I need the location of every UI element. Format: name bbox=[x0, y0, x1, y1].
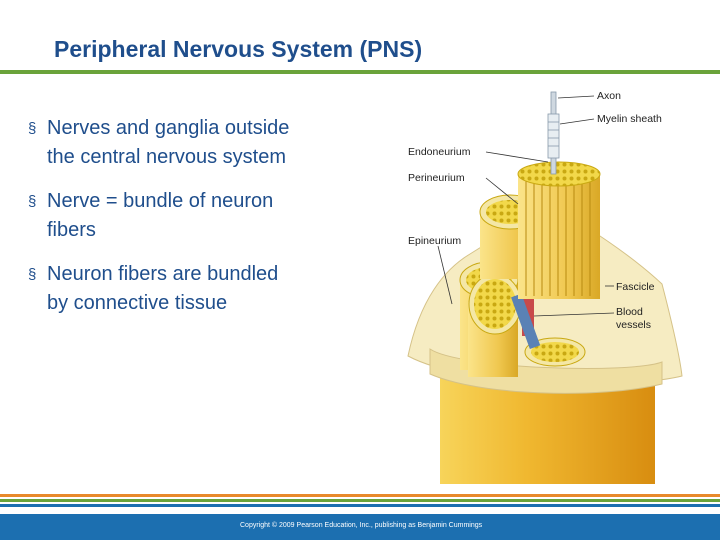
bullet-item: § Nerve = bundle of neuron fibers bbox=[28, 187, 388, 245]
footer-stripes bbox=[0, 494, 720, 509]
bullet-text-line: Neuron fibers are bundled bbox=[47, 263, 279, 285]
fascicle-center bbox=[517, 161, 601, 299]
bullet-text-line: Nerves and ganglia outside bbox=[47, 117, 290, 139]
nerve-anatomy-illustration: Axon Myelin sheath Endoneurium Perineuri… bbox=[407, 90, 683, 484]
bullet-text-line: by connective tissue bbox=[47, 292, 228, 314]
bullet-item: § Nerves and ganglia outside the central… bbox=[28, 114, 388, 172]
leader-lines bbox=[437, 95, 615, 317]
bullet-list: § Nerves and ganglia outside the central… bbox=[28, 114, 388, 333]
stripe-blue bbox=[0, 504, 720, 507]
stripe-orange bbox=[0, 494, 720, 497]
label-myelin-sheath: Myelin sheath bbox=[597, 113, 662, 125]
footer-bar bbox=[0, 514, 720, 540]
label-blood-vessels-line2: vessels bbox=[616, 319, 651, 331]
label-perineurium: Perineurium bbox=[408, 172, 465, 184]
fascicle-bottom bbox=[524, 337, 586, 367]
label-axon: Axon bbox=[597, 90, 621, 102]
fascicle-front bbox=[468, 273, 522, 377]
bullet-text-line: Nerve = bundle of neuron bbox=[47, 190, 274, 212]
slide-title: Peripheral Nervous System (PNS) bbox=[54, 36, 423, 62]
stripe-green bbox=[0, 499, 720, 502]
label-fascicle: Fascicle bbox=[616, 281, 655, 293]
label-endoneurium: Endoneurium bbox=[408, 146, 471, 158]
bullet-item: § Neuron fibers are bundled by connectiv… bbox=[28, 260, 388, 318]
bullet-text-line: fibers bbox=[47, 219, 96, 241]
copyright-text: Copyright © 2009 Pearson Education, Inc.… bbox=[240, 522, 483, 529]
axon-strand bbox=[547, 91, 560, 175]
nerve-trunk bbox=[440, 374, 655, 484]
title-underline bbox=[0, 70, 720, 74]
bullet-text-line: the central nervous system bbox=[47, 146, 286, 168]
bullet-icon: § bbox=[28, 193, 37, 210]
label-epineurium: Epineurium bbox=[408, 235, 461, 247]
label-blood-vessels-line1: Blood bbox=[616, 306, 643, 318]
bullet-icon: § bbox=[28, 266, 37, 283]
bullet-icon: § bbox=[28, 120, 37, 137]
